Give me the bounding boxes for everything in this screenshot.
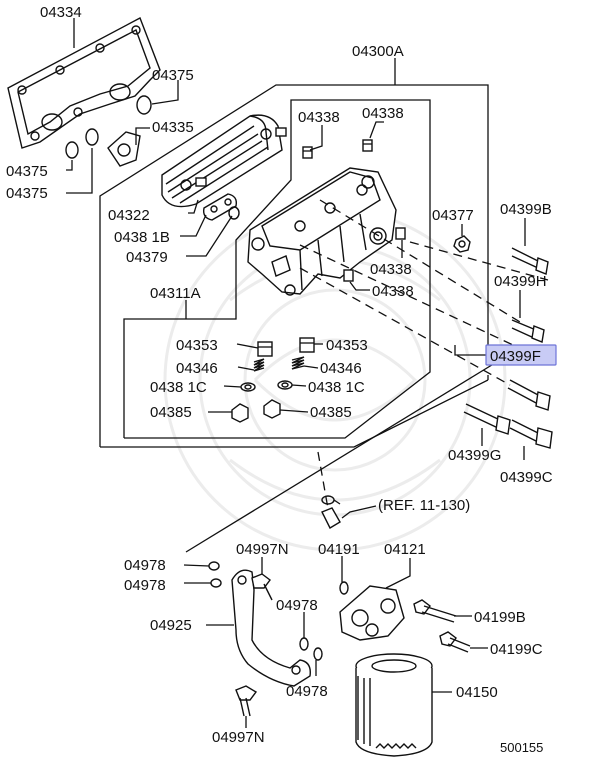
- bolt-04399C[interactable]: [509, 419, 553, 449]
- assembly-outline-04300A: [99, 84, 489, 448]
- oil-cooler-housing[interactable]: [247, 167, 397, 296]
- spring-04346-left[interactable]: [253, 358, 265, 372]
- label-04335[interactable]: 04335: [152, 119, 194, 136]
- bolt-04399F[interactable]: [507, 379, 551, 411]
- plug-04338-top-right[interactable]: [362, 139, 373, 152]
- label-04978-c[interactable]: 04978: [276, 597, 318, 614]
- label-04338-top-left[interactable]: 04338: [298, 109, 340, 126]
- label-04381B[interactable]: 0438 1B: [114, 229, 170, 246]
- o-ring-04379[interactable]: [228, 206, 240, 220]
- label-04322[interactable]: 04322: [108, 207, 150, 224]
- alignment-lines: [299, 199, 549, 521]
- bolt-04997N-top[interactable]: [251, 573, 273, 601]
- label-04191[interactable]: 04191: [318, 541, 360, 558]
- oil-filter-04150[interactable]: [355, 653, 433, 757]
- label-04338-right-b[interactable]: 04338: [372, 283, 414, 300]
- label-04399C[interactable]: 04399C: [500, 469, 553, 486]
- bolt-04199C[interactable]: [439, 631, 471, 653]
- label-04346-right[interactable]: 04346: [320, 360, 362, 377]
- label-04121[interactable]: 04121: [384, 541, 426, 558]
- o-ring-04978-c[interactable]: [299, 637, 309, 651]
- filter-bracket-04121[interactable]: [339, 585, 405, 641]
- label-04385-right[interactable]: 04385: [310, 404, 352, 421]
- label-04399F[interactable]: 04399F: [490, 348, 541, 365]
- oil-pipe-04925[interactable]: [231, 569, 311, 687]
- label-04381C-left[interactable]: 0438 1C: [150, 379, 207, 396]
- label-04311A[interactable]: 04311A: [150, 285, 201, 302]
- label-04375-top[interactable]: 04375: [152, 67, 194, 84]
- label-04997N-bottom[interactable]: 04997N: [212, 729, 265, 746]
- label-04978-b[interactable]: 04978: [124, 577, 166, 594]
- leader-lines: [66, 18, 526, 728]
- o-ring-04978-a[interactable]: [208, 561, 220, 571]
- label-04375-left-a[interactable]: 04375: [6, 163, 48, 180]
- label-04997N-top[interactable]: 04997N: [236, 541, 289, 558]
- label-04399G[interactable]: 04399G: [448, 447, 501, 464]
- label-04385-left[interactable]: 04385: [150, 404, 192, 421]
- label-04346-left[interactable]: 04346: [176, 360, 218, 377]
- bolt-04399G[interactable]: [463, 403, 511, 435]
- plug-04338-right-b[interactable]: [343, 269, 354, 282]
- bolt-04399B[interactable]: [511, 247, 549, 275]
- label-04375-left-b[interactable]: 04375: [6, 185, 48, 202]
- label-04353-left[interactable]: 04353: [176, 337, 218, 354]
- plate-04335[interactable]: [107, 131, 141, 167]
- o-ring-04978-b[interactable]: [210, 578, 222, 588]
- oil-cooler-core-04322[interactable]: [161, 114, 287, 208]
- label-04199B[interactable]: 04199B: [474, 609, 526, 626]
- label-04399H[interactable]: 04399H: [494, 273, 547, 290]
- o-ring-04375-left-b[interactable]: [85, 128, 99, 146]
- label-04353-right[interactable]: 04353: [326, 337, 368, 354]
- highlight-box-04399F: [485, 344, 557, 366]
- label-04199C[interactable]: 04199C: [490, 641, 543, 658]
- bolt-04199B[interactable]: [413, 599, 457, 623]
- diagram-id: 500155: [500, 740, 543, 755]
- plug-04385-right[interactable]: [263, 399, 281, 419]
- o-ring-04191[interactable]: [339, 581, 349, 595]
- nut-04377[interactable]: [453, 235, 471, 253]
- label-04925[interactable]: 04925: [150, 617, 192, 634]
- label-04978-d[interactable]: 04978: [286, 683, 328, 700]
- washer-04381C-right[interactable]: [277, 380, 293, 390]
- label-04978-a[interactable]: 04978: [124, 557, 166, 574]
- part-labels: 04334 04300A 04375 04335 04375 04375 043…: [6, 4, 553, 755]
- gasket-04334[interactable]: [7, 17, 161, 149]
- label-04334[interactable]: 04334: [40, 4, 82, 21]
- label-04300A[interactable]: 04300A: [352, 43, 404, 60]
- lower-section-outline: [185, 359, 501, 553]
- label-04377[interactable]: 04377: [432, 207, 474, 224]
- gasket-04381B[interactable]: [202, 193, 238, 221]
- label-04338-top-right[interactable]: 04338: [362, 105, 404, 122]
- o-ring-04978-d[interactable]: [313, 647, 323, 661]
- label-04150[interactable]: 04150: [456, 684, 498, 701]
- label-04338-right-a[interactable]: 04338: [370, 261, 412, 278]
- plug-04338-right-a[interactable]: [395, 227, 406, 240]
- label-04399B[interactable]: 04399B: [500, 201, 552, 218]
- label-04381C-right[interactable]: 0438 1C: [308, 379, 365, 396]
- valve-04353-right[interactable]: [299, 337, 315, 353]
- plug-04338-top-left[interactable]: [302, 146, 313, 159]
- bolt-04997N-bottom[interactable]: [235, 685, 258, 717]
- o-ring-04375-top[interactable]: [136, 95, 152, 115]
- valve-04353-left[interactable]: [257, 341, 273, 357]
- label-04379[interactable]: 04379: [126, 249, 168, 266]
- washer-04381C-left[interactable]: [240, 382, 256, 392]
- o-ring-04375-left-a[interactable]: [65, 141, 79, 159]
- bolt-04399H[interactable]: [511, 319, 545, 343]
- plug-04385-left[interactable]: [231, 403, 249, 423]
- label-ref-11-130[interactable]: (REF. 11-130): [378, 497, 470, 514]
- spring-04346-right[interactable]: [291, 356, 305, 370]
